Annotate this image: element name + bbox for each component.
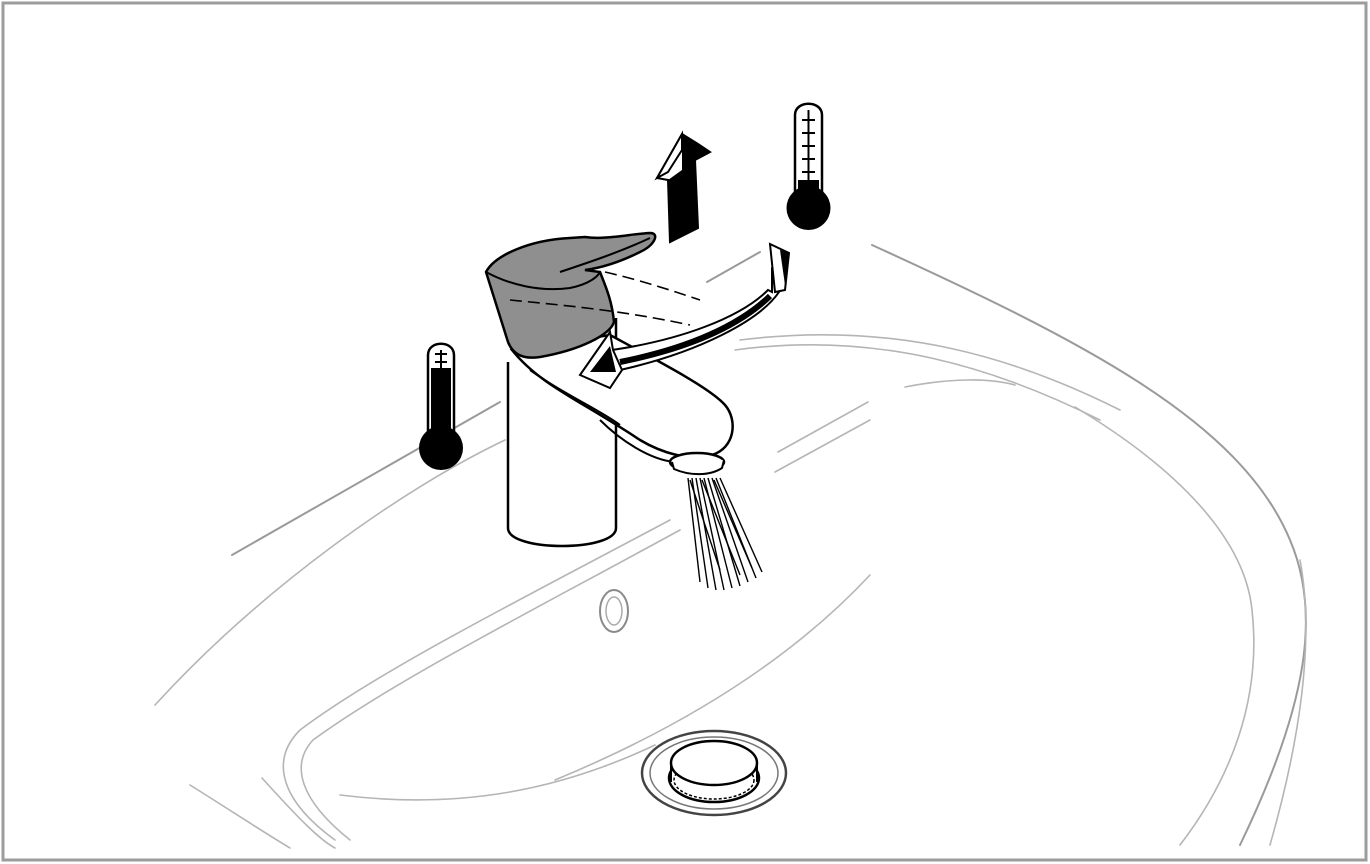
drain-plug — [640, 729, 788, 817]
arrow-up-icon — [654, 130, 712, 244]
faucet-lever — [484, 231, 657, 359]
water-spray — [687, 477, 763, 591]
rotate-arrow-icon — [578, 242, 791, 390]
thermometer-cold-icon — [786, 102, 831, 230]
lever-rotation-guide — [509, 271, 701, 326]
thermometer-hot-icon — [419, 342, 463, 470]
washbasin — [154, 244, 1307, 849]
